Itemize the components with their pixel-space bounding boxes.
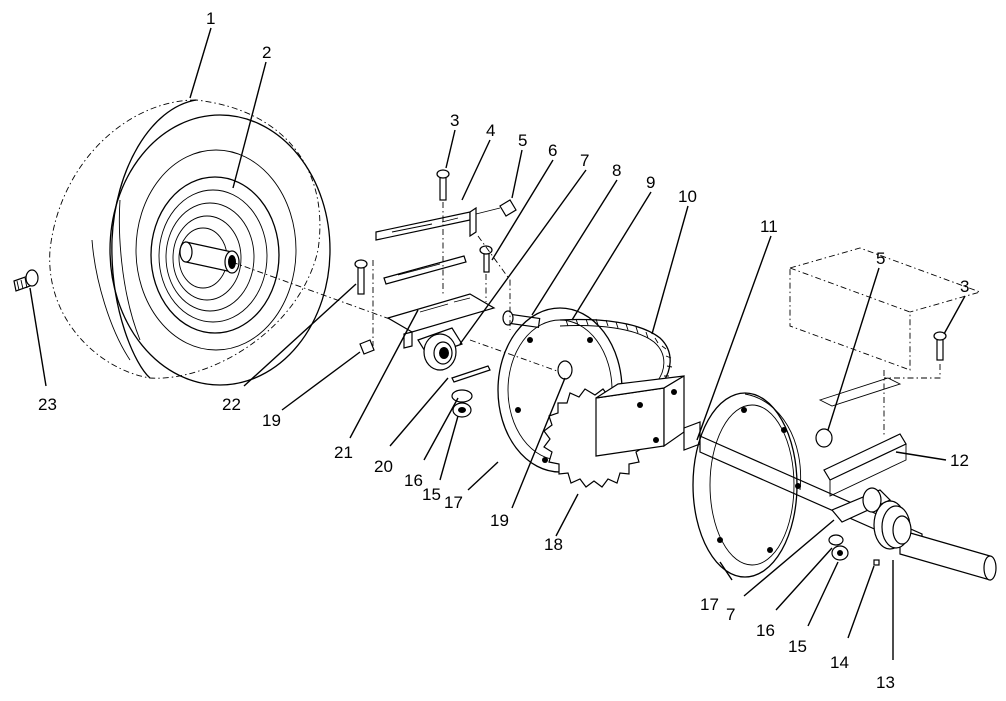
callout-4: 4 (486, 121, 495, 140)
callout-19-left: 19 (262, 411, 281, 430)
callout-18: 18 (544, 535, 563, 554)
spacer-plate (383, 255, 467, 285)
nut-19-left (359, 339, 375, 355)
callout-16-left: 16 (404, 471, 423, 490)
callout-5-upper: 5 (518, 131, 527, 150)
callout-10: 10 (678, 187, 697, 206)
callout-17-left: 17 (444, 493, 463, 512)
callout-16-right: 16 (756, 621, 775, 640)
drive-chain (559, 318, 673, 387)
callout-23: 23 (38, 395, 57, 414)
callout-5-right: 5 (876, 249, 885, 268)
callout-3-right: 3 (960, 277, 969, 296)
callout-22: 22 (222, 395, 241, 414)
pin-20 (451, 365, 491, 383)
set-screw (873, 559, 880, 566)
callout-13: 13 (876, 673, 895, 692)
washer-nut-right (828, 534, 849, 561)
callout-1: 1 (206, 9, 215, 28)
callout-21: 21 (334, 443, 353, 462)
callout-11: 11 (760, 217, 778, 236)
tire (49, 99, 331, 386)
callout-20: 20 (374, 457, 393, 476)
leader-lines (29, 27, 966, 660)
callout-12: 12 (950, 451, 969, 470)
bearing-right (831, 487, 912, 550)
carriage-bolt-upper (436, 169, 450, 201)
lower-bracket (386, 293, 496, 349)
callout-8: 8 (612, 161, 621, 180)
axle-shaft (683, 421, 997, 581)
lug-bolt (13, 269, 39, 292)
bolt-8 (502, 310, 541, 329)
nut-5-left (499, 199, 517, 217)
nut-5-right (815, 428, 833, 448)
callout-3-upper: 3 (450, 111, 459, 130)
callout-15-right: 15 (788, 637, 807, 656)
washer-nut-left (451, 389, 473, 418)
brake-drum-right (692, 392, 802, 578)
callout-14: 14 (830, 653, 849, 672)
bolt-22 (354, 259, 368, 295)
callout-2: 2 (262, 43, 271, 62)
callout-7-upper: 7 (580, 151, 589, 170)
bearing-left (417, 327, 463, 371)
gear-box (595, 374, 685, 457)
callout-labels: 1 2 3 4 5 6 7 8 9 10 11 5 3 12 13 14 15 … (38, 9, 969, 692)
callout-17-right: 17 (700, 595, 719, 614)
callout-9: 9 (646, 173, 655, 192)
wheel-hub (150, 176, 280, 334)
callout-7-lower: 7 (726, 605, 735, 624)
carriage-bolt-right (933, 331, 947, 361)
upper-bracket (375, 206, 477, 241)
callout-19-middle: 19 (490, 511, 509, 530)
bolt-6 (479, 245, 493, 273)
callout-6: 6 (548, 141, 557, 160)
callout-15-left: 15 (422, 485, 441, 504)
